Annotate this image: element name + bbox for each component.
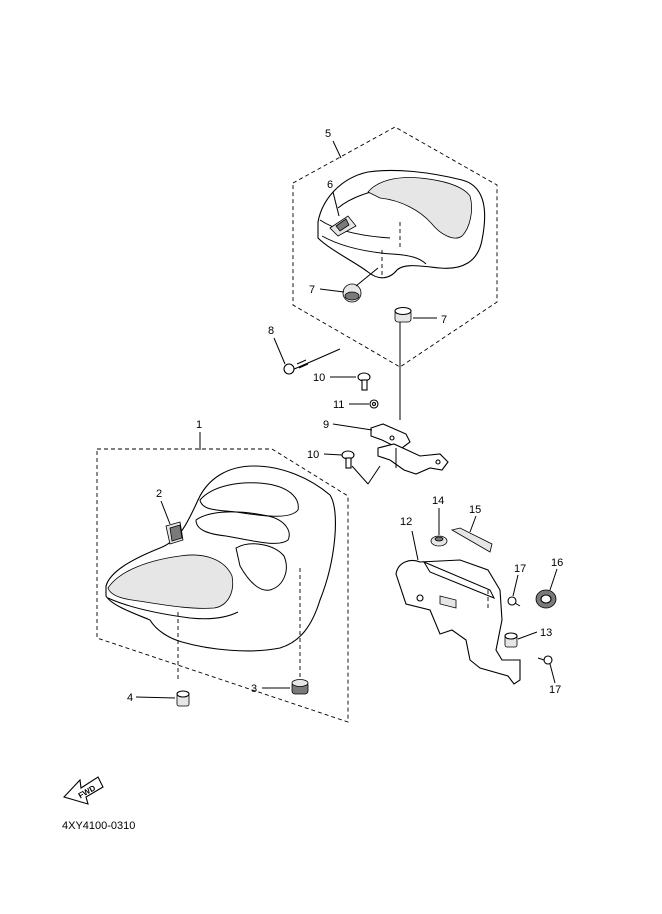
damper-7-left — [342, 267, 379, 303]
rear-seat-label-6 — [329, 215, 357, 237]
damper-7-right — [394, 306, 412, 420]
callout-9: 9 — [323, 419, 329, 431]
callout-10-upper: 10 — [313, 372, 325, 384]
grommet-16 — [535, 589, 557, 609]
leader-lines — [135, 140, 558, 699]
screw-17-lower — [537, 655, 553, 665]
bracket-9 — [351, 423, 449, 485]
collar-4 — [176, 690, 190, 707]
screw-17-upper — [507, 596, 521, 607]
callout-7-left: 7 — [309, 284, 315, 296]
callout-8: 8 — [268, 325, 274, 337]
callout-14: 14 — [432, 495, 444, 507]
callout-17-lower: 17 — [549, 684, 561, 696]
rear-seat-group-boundary — [292, 126, 498, 368]
grommet-14 — [430, 535, 448, 547]
callout-6: 6 — [327, 179, 333, 191]
strip-15 — [450, 527, 493, 553]
front-seat — [105, 465, 337, 680]
rear-seat — [317, 169, 486, 279]
callout-5: 5 — [325, 128, 331, 140]
front-seat-label-2 — [165, 521, 184, 545]
callout-12: 12 — [400, 516, 412, 528]
callout-17-upper: 17 — [514, 563, 526, 575]
bolt-10-upper — [357, 372, 371, 391]
callout-1: 1 — [196, 419, 202, 431]
callout-10-lower: 10 — [307, 449, 319, 461]
callout-7-right: 7 — [441, 314, 447, 326]
damper-3 — [291, 679, 309, 695]
fwd-arrow-icon: FWD — [62, 776, 104, 805]
screw-8 — [283, 348, 341, 375]
callout-3: 3 — [251, 683, 257, 695]
drawing-number: 4XY4100-0310 — [62, 820, 136, 832]
callout-16: 16 — [551, 557, 563, 569]
bracket-plate-12 — [395, 559, 521, 685]
front-seat-group-boundary — [96, 448, 349, 723]
callout-4: 4 — [127, 692, 133, 704]
bolt-10-lower — [341, 450, 355, 469]
callout-11: 11 — [333, 399, 344, 411]
callout-15: 15 — [469, 504, 481, 516]
washer-11 — [369, 399, 379, 409]
callout-2: 2 — [156, 488, 162, 500]
callout-13: 13 — [540, 627, 552, 639]
collar-13 — [504, 632, 518, 648]
